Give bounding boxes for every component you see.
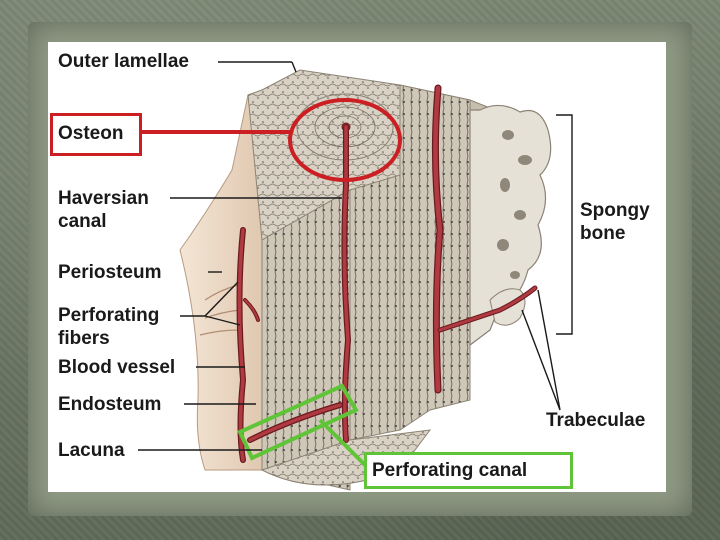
periosteum-layer [179,89,263,471]
bone-front-face-left [261,189,351,491]
label-blood-vessel: Blood vessel [58,357,176,378]
label-endosteum: Endosteum [58,394,162,415]
label-periosteum: Periosteum [58,262,162,283]
label-spongy-bone-line2: bone [580,223,626,244]
label-perforating-fibers-line2: fibers [58,328,110,349]
perforating-canal-label-box [364,452,573,489]
label-perforating-fibers-line1: Perforating [58,305,160,326]
osteon-highlight-ellipse [288,98,402,182]
label-haversian-canal-line2: canal [58,211,107,232]
bone-front-face-middle [349,174,401,441]
label-outer-lamellae: Outer lamellae [58,51,189,72]
label-perforating-canal: Perforating canal [372,460,528,481]
osteon-highlight-box [50,113,142,156]
label-trabeculae: Trabeculae [546,410,646,431]
spongy-bone-mass [469,104,552,347]
label-lacuna: Lacuna [58,440,125,461]
label-osteon: Osteon [58,123,124,144]
label-haversian-canal-line1: Haversian [58,188,149,209]
perforating-canal-connector [318,418,370,470]
leader-lines [138,61,573,451]
label-spongy-bone-line1: Spongy [580,200,650,221]
